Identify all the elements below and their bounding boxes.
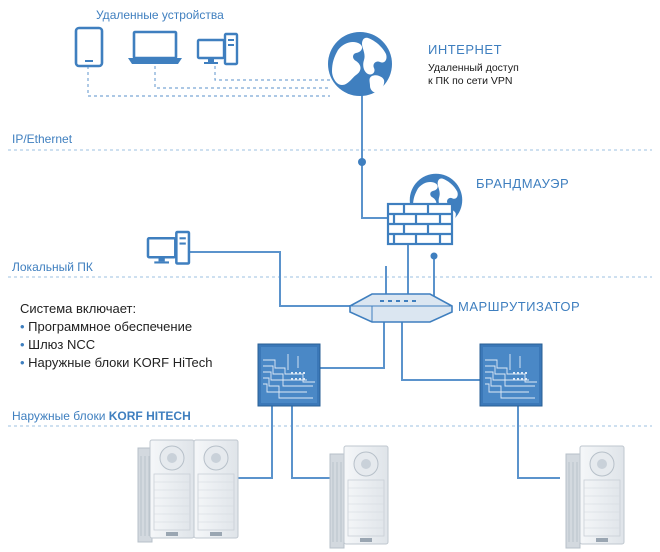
outdoor-units-label-brand: KORF HITECH — [108, 409, 191, 423]
wiring — [189, 92, 560, 479]
local-pc-label: Локальный ПК — [12, 260, 93, 274]
wire-router-controller-right — [401, 322, 480, 381]
wire-ctrl-unit-1 — [236, 405, 273, 479]
firewall-label: БРАНДМАУЭР — [476, 176, 570, 191]
desktop-pc-icon — [196, 32, 239, 66]
remote-devices-label: Удаленные устройства — [96, 8, 224, 22]
outdoor-unit-2 — [329, 445, 389, 549]
system-includes-heading: Система включает: — [20, 301, 137, 316]
tablet-icon — [74, 26, 104, 68]
remote-links — [87, 66, 330, 97]
laptop-icon — [128, 30, 182, 64]
wire-ctrl-unit-3 — [517, 405, 560, 479]
internet-title: ИНТЕРНЕТ — [428, 42, 503, 57]
separator-lines — [8, 149, 652, 427]
system-includes-block: Система включает: • Программное обеспече… — [20, 300, 212, 372]
wire-to-firewall — [361, 160, 388, 219]
wire-localpc-router — [189, 251, 362, 307]
outdoor-units-label-prefix: Наружные блоки — [12, 409, 109, 423]
system-includes-item: • Наружные блоки KORF HiTech — [20, 355, 213, 370]
internet-subtitle-line2: к ПК по сети VPN — [428, 75, 513, 87]
internet-node-dot — [358, 158, 366, 166]
laptop-link — [154, 66, 330, 89]
firewall-icon — [386, 173, 463, 246]
system-includes-item: • Шлюз NCC — [20, 337, 96, 352]
outdoor-units-label: Наружные блоки KORF HITECH — [12, 409, 191, 423]
tablet-link — [87, 66, 330, 97]
wire-ctrl-unit-2 — [291, 405, 330, 479]
system-includes-item: • Программное обеспечение — [20, 319, 193, 334]
router-label: МАРШРУТИЗАТОР — [458, 299, 581, 314]
outdoor-unit-3 — [565, 445, 625, 549]
outdoor-unit-1 — [137, 439, 239, 543]
globe-icon — [328, 32, 392, 96]
firewall-node-dot — [430, 252, 438, 260]
controller-left — [257, 343, 321, 407]
wire-router-controller-left — [320, 322, 385, 369]
ip-ethernet-label: IP/Ethernet — [12, 132, 73, 146]
internet-subtitle-line1: Удаленный доступ — [428, 62, 519, 74]
controller-right — [479, 343, 543, 407]
desktop-link — [214, 66, 330, 81]
router-icon — [349, 293, 453, 323]
local-pc-icon — [146, 230, 191, 265]
